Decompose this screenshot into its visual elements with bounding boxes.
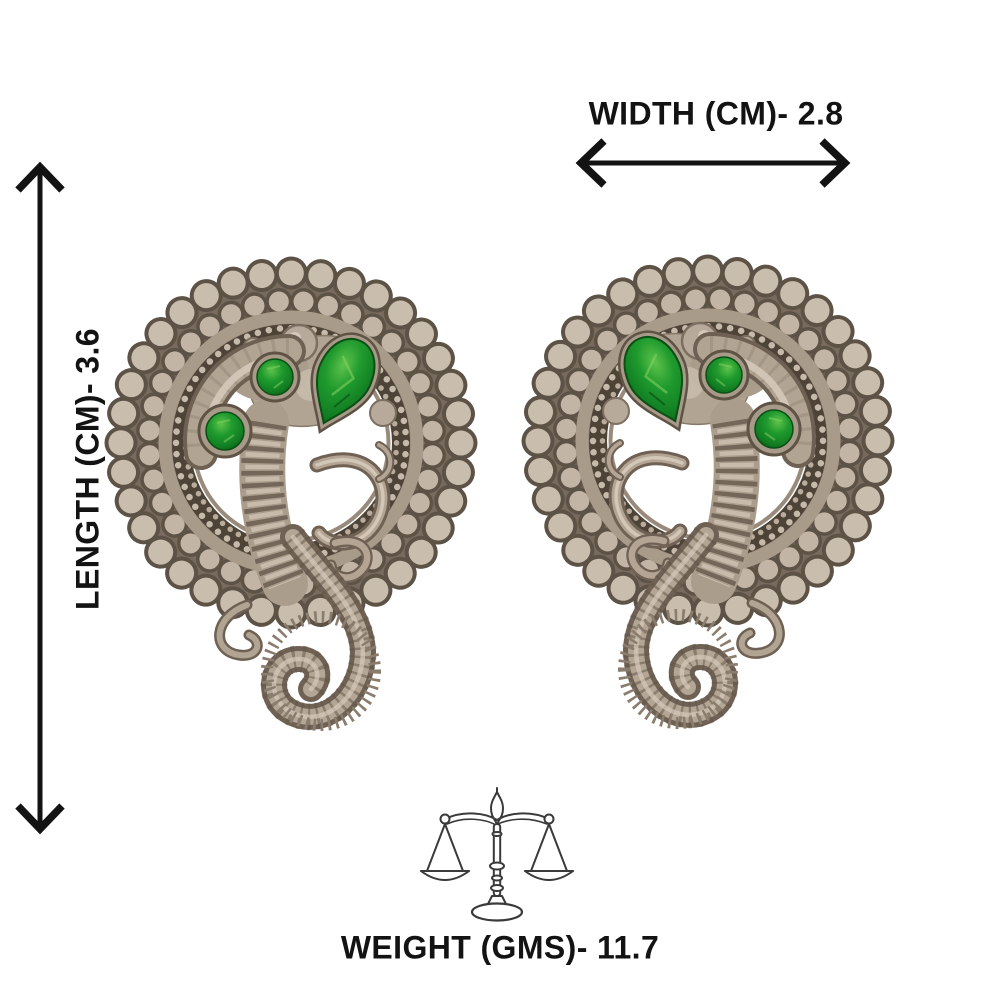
arrow-up-icon	[15, 161, 65, 193]
scale-base	[470, 895, 524, 922]
scale-beam	[444, 812, 550, 821]
arrow-right-icon	[819, 138, 851, 188]
arrow-left-icon	[575, 138, 607, 188]
length-arrow	[15, 161, 65, 835]
scale-pole	[489, 823, 505, 897]
scale-pan-left	[420, 823, 470, 881]
weight-label: WEIGHT (GMS)- 11.7	[340, 929, 660, 966]
earring-left	[121, 273, 461, 725]
scale-pan-right	[524, 823, 574, 881]
arrow-down-icon	[15, 803, 65, 835]
balance-scale-icon	[420, 787, 574, 922]
width-label: WIDTH (CM)- 2.8	[588, 95, 844, 132]
earring-right	[538, 271, 878, 723]
width-arrow	[575, 138, 851, 188]
